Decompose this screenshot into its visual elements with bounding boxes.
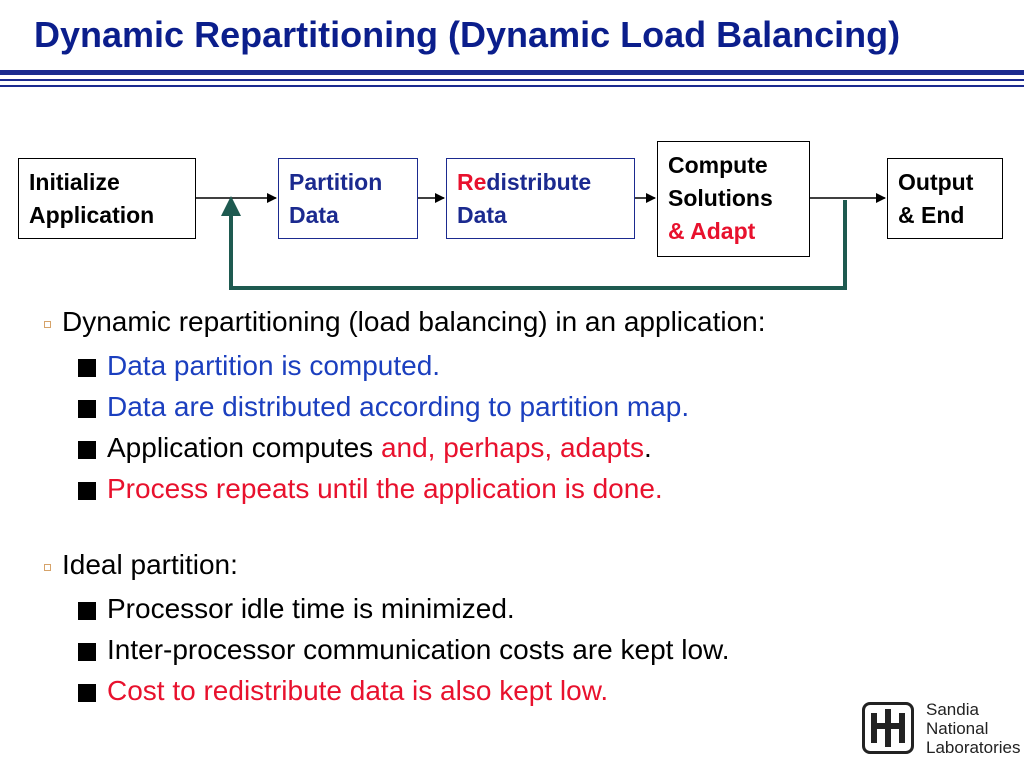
sandia-thunderbird-icon bbox=[862, 702, 914, 754]
box-partition-line2: Data bbox=[289, 202, 339, 228]
box-compute-line3: & Adapt bbox=[668, 218, 756, 244]
box-initialize-application: Initialize Application bbox=[18, 158, 196, 239]
square-bullet bbox=[78, 643, 96, 661]
bullet-marker bbox=[44, 321, 51, 328]
box-output-line2: & End bbox=[898, 202, 965, 228]
loop-back-arrowhead bbox=[221, 196, 241, 216]
box-compute-line1: Compute bbox=[668, 152, 768, 178]
section2-heading-text: Ideal partition: bbox=[62, 549, 238, 580]
logo-line2: National bbox=[926, 719, 989, 738]
box-redistribute-data: Redistribute Data bbox=[446, 158, 635, 239]
box-output-line1: Output bbox=[898, 169, 974, 195]
list-item-text: Cost to redistribute data is also kept l… bbox=[107, 675, 609, 706]
list-item-text: Data are distributed according to partit… bbox=[107, 391, 690, 422]
list-item-text: Processor idle time is minimized. bbox=[107, 593, 515, 624]
list-item-text-black: Application computes bbox=[107, 432, 381, 463]
box-partition-line1: Partition bbox=[289, 169, 383, 195]
list-item-text: Inter-processor communication costs are … bbox=[107, 634, 730, 665]
redistribute-rest: distribute bbox=[486, 169, 592, 195]
square-bullet bbox=[78, 400, 96, 418]
square-bullet bbox=[78, 602, 96, 620]
square-bullet bbox=[78, 684, 96, 702]
list-item-text-red: and, perhaps, adapts bbox=[380, 432, 645, 463]
box-output-end: Output & End bbox=[887, 158, 1003, 239]
box-initialize-line1: Initialize bbox=[29, 169, 120, 195]
loop-back-arrow bbox=[229, 200, 847, 290]
box-initialize-line2: Application bbox=[29, 202, 155, 228]
slide-title: Dynamic Repartitioning (Dynamic Load Bal… bbox=[34, 14, 901, 55]
redistribute-prefix: Re bbox=[457, 169, 487, 195]
square-bullet bbox=[78, 359, 96, 377]
logo-line1: Sandia bbox=[926, 700, 979, 719]
section2-heading: Ideal partition: bbox=[44, 549, 238, 581]
box-compute-solutions: Compute Solutions & Adapt bbox=[657, 141, 810, 257]
title-rule-thin-2 bbox=[0, 85, 1024, 87]
section1-heading-text: Dynamic repartitioning (load balancing) … bbox=[62, 306, 766, 337]
title-rule-thin bbox=[0, 79, 1024, 81]
list-item-text: Data partition is computed. bbox=[107, 350, 441, 381]
square-bullet bbox=[78, 441, 96, 459]
bullet-marker bbox=[44, 564, 51, 571]
box-compute-line2: Solutions bbox=[668, 185, 773, 211]
list-item-text: Process repeats until the application is… bbox=[107, 473, 663, 504]
section1-heading: Dynamic repartitioning (load balancing) … bbox=[44, 306, 766, 338]
square-bullet bbox=[78, 482, 96, 500]
sandia-logo-text: Sandia National Laboratories bbox=[926, 700, 1021, 757]
list-item-text: Application computes and, perhaps, adapt… bbox=[107, 432, 652, 464]
logo-line3: Laboratories bbox=[926, 738, 1021, 757]
box-redistribute-line2: Data bbox=[457, 202, 507, 228]
box-partition-data: Partition Data bbox=[278, 158, 418, 239]
list-item-text-end: . bbox=[644, 432, 652, 463]
box-redistribute-line1: Redistribute bbox=[457, 166, 634, 199]
title-rule-thick bbox=[0, 70, 1024, 75]
